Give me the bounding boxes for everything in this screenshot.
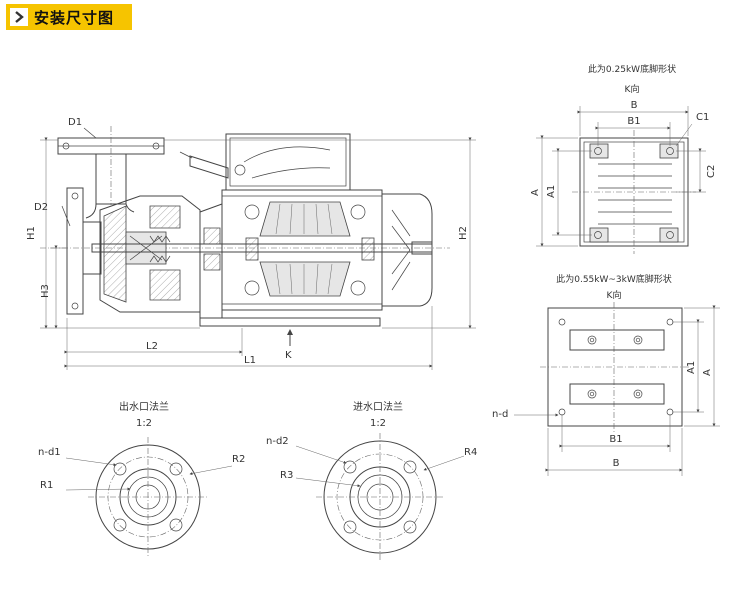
label-h2: H2 [458, 226, 469, 240]
foot-large-direction: K向 [607, 289, 622, 301]
label-d2: D2 [34, 202, 48, 213]
outlet-label-nd: n-d1 [38, 447, 61, 458]
section-title: 安装尺寸图 [34, 8, 115, 27]
foot-small-direction: K向 [625, 83, 640, 95]
outlet-flange-scale: 1:2 [136, 418, 152, 429]
inlet-flange-view: 进水口法兰 1:2 n-d2 R4 R3 [266, 400, 477, 561]
outlet-flange-view: 出水口法兰 1:2 n-d1 R2 R1 [38, 400, 245, 557]
outlet-label-r1: R1 [40, 480, 53, 491]
section-header: 安装尺寸图 [6, 4, 132, 30]
chevron-right-icon [10, 8, 28, 26]
foot-large-label-b: B [613, 458, 620, 469]
inlet-label-r3: R3 [280, 470, 293, 481]
inlet-label-r4: R4 [464, 447, 477, 458]
foot-large-caption: 此为0.55kW~3kW底脚形状 [556, 273, 672, 285]
inlet-flange-scale: 1:2 [370, 418, 386, 429]
label-d1: D1 [68, 117, 82, 128]
pump-side-view: D1 D2 H1 H3 H2 L2 L1 K [26, 117, 476, 370]
foot-large-view: 此为0.55kW~3kW底脚形状 K向 A A1 B1 B n-d [492, 273, 720, 476]
foot-small-label-b: B [631, 100, 638, 111]
foot-small-label-b1: B1 [627, 116, 640, 127]
outlet-flange-title: 出水口法兰 [119, 400, 169, 413]
foot-small-caption: 此为0.25kW底脚形状 [588, 63, 676, 75]
foot-large-label-b1: B1 [609, 434, 622, 445]
foot-small-view: 此为0.25kW底脚形状 K向 [530, 63, 717, 254]
outlet-label-r2: R2 [232, 454, 245, 465]
label-h3: H3 [40, 284, 51, 298]
inlet-flange-title: 进水口法兰 [353, 400, 403, 413]
inlet-label-nd: n-d2 [266, 436, 289, 447]
label-l2: L2 [146, 341, 158, 352]
foot-large-label-nd: n-d [492, 409, 508, 420]
label-l1: L1 [244, 355, 256, 366]
label-k: K [285, 350, 292, 361]
label-h1: H1 [26, 226, 37, 240]
foot-small-label-a1: A1 [546, 185, 557, 198]
foot-small-label-c1: C1 [696, 112, 709, 123]
foot-large-label-a1: A1 [686, 361, 697, 374]
foot-small-label-a: A [530, 189, 541, 196]
foot-small-label-c2: C2 [706, 165, 717, 178]
foot-large-label-a: A [702, 369, 713, 376]
